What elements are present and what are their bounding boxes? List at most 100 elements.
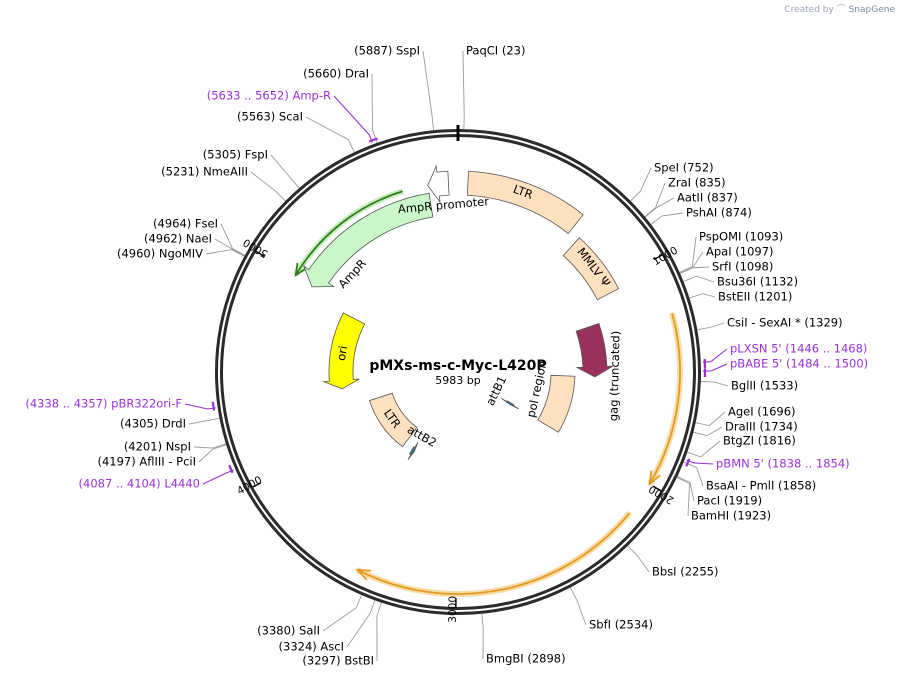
enzyme-label-ngomiv: (4960) NgoMIV (117, 247, 203, 261)
snapgene-credit: Created by ⌒ SnapGene (784, 2, 895, 15)
enzyme-label-aatii: AatII (837) (677, 191, 738, 205)
enzyme-label-paqci: PaqCI (23) (466, 44, 525, 58)
enzyme-leader-csii-sexai (697, 322, 725, 331)
enzyme-label-sali: (3380) SalI (257, 624, 320, 638)
orf-arrowhead-2 (355, 568, 371, 581)
enzyme-leader-naei (214, 238, 245, 257)
credit-prefix: Created by (784, 5, 834, 15)
enzyme-label-fspi: (5305) FspI (203, 148, 268, 162)
enzyme-label-spei: SpeI (752) (654, 161, 714, 175)
leader-lines (184, 50, 729, 662)
enzyme-leader-pshai (650, 212, 684, 225)
enzyme-leader-zrai (644, 182, 666, 217)
enzyme-label-sbfi: SbfI (2534) (589, 618, 653, 632)
primer-leader-l4440 (202, 469, 234, 485)
enzyme-label-bbsi: BbsI (2255) (652, 565, 718, 579)
enzyme-label-agei: AgeI (1696) (728, 405, 796, 419)
enzyme-label-afliii-pcii: (4197) AflIII - PciI (98, 455, 197, 469)
enzyme-leader-bsu36i (683, 275, 715, 283)
orf-line-2 (356, 512, 631, 595)
primer-label-pbmn-5: pBMN 5' (1838 .. 1854) (716, 457, 850, 471)
primer-mark-pbmn-5 (685, 458, 691, 467)
tick-5000 (255, 250, 265, 257)
enzyme-leader-draiii (693, 426, 723, 437)
primer-leader-pbmn-5 (686, 459, 714, 465)
feature-label-attb1: attB1 (483, 374, 509, 408)
feature-arrows[interactable] (302, 164, 620, 460)
enzyme-label-pshai: PshAI (874) (686, 206, 752, 220)
enzyme-label-bsaai-pmli: BsaAI - PmlI (1858) (706, 479, 816, 493)
plasmid-name: pMXs-ms-c-Myc-L420P (369, 358, 546, 374)
enzyme-leader-agei (695, 411, 726, 427)
orf-line-1 (648, 312, 681, 485)
tick-2000 (652, 485, 662, 492)
enzyme-leader-spei (630, 167, 652, 202)
feature-label-attb2: attB2 (405, 422, 439, 450)
enzyme-leader-bstbi (376, 602, 382, 662)
feature-pol-region[interactable] (537, 374, 576, 433)
enzyme-leader-pspomi (679, 236, 697, 273)
enzyme-leader-nspi (193, 443, 227, 449)
enzyme-leader-sbfi (569, 587, 587, 626)
enzyme-label-drai: (5660) DraI (303, 67, 369, 81)
enzyme-label-naei: (4962) NaeI (144, 232, 212, 246)
feature-ltr[interactable] (466, 170, 584, 235)
enzyme-leader-nmeaiii (250, 171, 286, 202)
feature-attb2[interactable] (407, 442, 419, 460)
enzyme-leader-bamhi (676, 477, 691, 517)
enzyme-leader-fsei (220, 223, 246, 256)
enzyme-label-nspi: (4201) NspI (124, 440, 191, 454)
feature-ori[interactable] (323, 312, 366, 390)
feature-ampr[interactable] (302, 192, 434, 288)
tick-label-3000: 3000 (447, 596, 459, 623)
orf-arrowhead-3 (294, 262, 307, 277)
enzyme-label-bsu36i: Bsu36I (1132) (717, 275, 798, 289)
enzyme-leader-afliii-pcii (198, 444, 227, 463)
plasmid-size: 5983 bp (435, 374, 480, 387)
feature-mmlv-psi[interactable] (562, 237, 620, 301)
enzyme-leader-bglii (700, 381, 729, 387)
primer-label-plxsn-5: pLXSN 5' (1446 .. 1468) (730, 342, 867, 356)
enzyme-label-srfi: SrfI (1098) (712, 260, 773, 274)
enzyme-label-scai: (5563) ScaI (237, 110, 303, 124)
enzyme-leader-scai (305, 116, 355, 153)
orf-glow-2 (355, 510, 632, 597)
primer-label-amp-r: (5633 .. 5652) Amp-R (207, 89, 331, 103)
orf-glow-1 (647, 312, 683, 486)
feature-label-gag-truncated: gag (truncated) (606, 331, 622, 422)
enzyme-label-zrai: ZraI (835) (668, 176, 726, 190)
feature-gag-truncated[interactable] (575, 322, 614, 378)
feature-attb1[interactable] (501, 398, 519, 410)
enzyme-leader-fspi (270, 154, 300, 189)
orf-arrows (293, 188, 683, 597)
enzyme-label-pspomi: PspOMI (1093) (699, 230, 783, 244)
feature-label-ltr: LTR (511, 182, 534, 202)
feature-label-ori: ori (334, 345, 350, 362)
primer-leader-pbabe-5 (702, 363, 728, 372)
primer-label-pbabe-5: pBABE 5' (1484 .. 1500) (730, 357, 868, 371)
enzyme-label-drdi: (4305) DrdI (120, 417, 186, 431)
enzyme-leader-bmgbi (481, 613, 484, 660)
primer-leader-plxsn-5 (702, 348, 728, 363)
enzyme-leader-bsteii (689, 293, 716, 299)
enzyme-label-nmeaiii: (5231) NmeAIII (161, 165, 248, 179)
enzyme-label-draiii: DraIII (1734) (725, 420, 798, 434)
primer-label-pbr322ori-f: (4338 .. 4357) pBR322ori-F (25, 397, 182, 411)
feature-ampr-promoter[interactable] (427, 164, 450, 204)
enzyme-leader-paci (677, 476, 695, 502)
enzyme-leader-drdi (188, 417, 220, 425)
enzyme-leader-bbsi (627, 545, 650, 573)
enzyme-label-sspi: (5887) SspI (354, 44, 420, 58)
feature-ltr-3[interactable] (368, 392, 418, 448)
enzyme-label-bmgbi: BmgBI (2898) (486, 652, 566, 666)
orf-line-3 (294, 190, 403, 276)
primer-mark-l4440 (228, 464, 234, 474)
enzyme-leader-sspi (422, 50, 434, 131)
enzyme-label-fsei: (4964) FseI (153, 217, 218, 231)
enzyme-leader-aatii (644, 197, 675, 218)
primer-label-l4440: (4087 .. 4104) L4440 (79, 477, 200, 491)
snapgene-logo-icon: ⌒ (836, 5, 846, 15)
enzyme-label-csii-sexai: CsiI - SexAI * (1329) (727, 316, 843, 330)
enzyme-label-bglii: BglII (1533) (731, 379, 798, 393)
